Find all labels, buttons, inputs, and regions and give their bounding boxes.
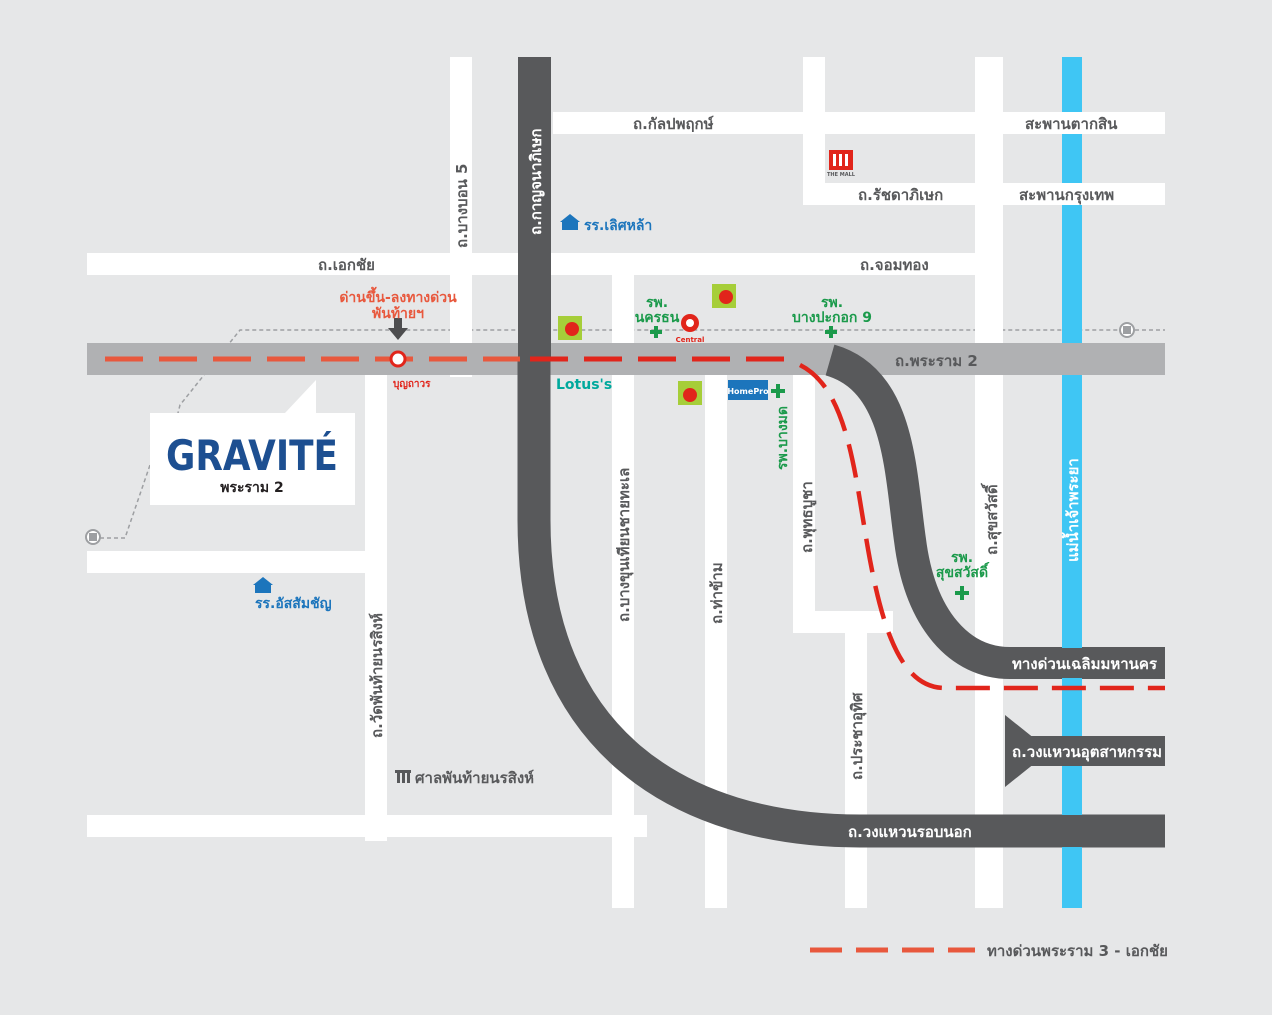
hospital-cross-icon	[825, 326, 837, 338]
river-bridge-rama2	[1062, 343, 1082, 375]
road-thakham	[705, 375, 727, 908]
label-hospital-nakhonthon-2: นครธน	[635, 310, 680, 326]
highway-industrial-ring	[1030, 736, 1165, 766]
central-logo-icon	[681, 314, 699, 332]
road-south-west	[87, 551, 387, 573]
road-kalapaphruek	[553, 112, 1165, 134]
label-hospital-suksawat-2: สุขสวัสดิ์	[936, 561, 990, 581]
label-hospital-bangmod: รพ.บางมด	[775, 406, 791, 470]
highway-chalerm-mahanakhon	[824, 344, 1165, 679]
river-bridge-industrial	[1062, 736, 1082, 766]
label-hospital-bangpakok-2: บางปะกอก 9	[792, 310, 872, 326]
label-bangkhunthian: ถ.บางขุนเทียนชายทะเล	[615, 468, 634, 622]
road-suksawat	[975, 57, 1003, 908]
bts-station-icon	[1119, 322, 1135, 338]
label-kalapaphruek: ถ.กัลปพฤกษ์	[633, 115, 714, 133]
highway-kanchanaphisek	[518, 57, 551, 357]
project-subtitle: พระราม 2	[220, 480, 284, 496]
river-bridge-outer-ring	[1062, 815, 1082, 847]
road-rama2	[87, 343, 1165, 375]
bigc-logo-icon	[558, 316, 582, 340]
road-bangbon5	[450, 57, 472, 377]
expressway-route-curve	[798, 362, 1165, 691]
road-central-stub-h	[793, 611, 893, 633]
bts-station-icon	[85, 529, 101, 545]
label-industrial-ring: ถ.วงแหวนอุตสาหกรรม	[1012, 743, 1162, 762]
shrine-icon	[395, 770, 411, 783]
road-mall-north	[803, 57, 825, 205]
label-expressway-gate-1: ด่านขึ้น-ลงทางด่วน	[339, 286, 457, 306]
homepro-logo	[728, 380, 768, 400]
label-shrine: ศาลพันท้ายนรสิงห์	[415, 769, 534, 787]
down-arrow-icon	[388, 318, 408, 340]
expressway-gate-marker	[389, 350, 407, 368]
label-rama2: ถ.พระราม 2	[895, 352, 978, 370]
label-river: แม่น้ำเจ้าพระยา	[1061, 458, 1082, 562]
label-chomthong: ถ.จอมทอง	[860, 256, 929, 274]
label-thakham: ถ.ท่าข้าม	[708, 562, 726, 624]
rail-line-dotted	[100, 329, 1120, 539]
label-outer-ring: ถ.วงแหวนรอบนอก	[848, 823, 972, 841]
river-bridge-1	[1062, 112, 1082, 134]
highway-outer-ring-curve	[517, 357, 1165, 848]
label-expressway-gate-2: พันท้ายฯ	[372, 306, 424, 322]
label-kanchanaphisek: ถ.กาญจนาภิเษก	[527, 128, 545, 235]
school-building-icon	[253, 577, 273, 593]
label-ratchadaphisek: ถ.รัชดาภิเษก	[858, 186, 943, 204]
river-bridge-chalerm	[1062, 648, 1082, 678]
label-hospital-suksawat-1: รพ.	[951, 550, 973, 566]
label-pracha-uthit: ถ.ประชาอุทิศ	[848, 692, 867, 780]
homepro-label: HomePro	[727, 387, 769, 396]
project-callout: GRAVITÉ พระราม 2	[150, 380, 355, 505]
label-school-assumption: รร.อัสสัมชัญ	[255, 596, 332, 612]
label-hospital-nakhonthon-1: รพ.	[646, 295, 668, 311]
river-bridge-2	[1062, 183, 1082, 205]
label-krungthep-bridge: สะพานกรุงเทพ	[1019, 186, 1114, 205]
legend-label: ทางด่วนพระราม 3 - เอกชัย	[987, 942, 1168, 960]
label-taksin-bridge: สะพานตากสิน	[1025, 115, 1118, 133]
label-phutthabucha: ถ.พุทธบูชา	[798, 481, 817, 553]
project-brand: GRAVITÉ	[166, 430, 338, 480]
hospital-cross-icon	[771, 384, 785, 398]
road-phan-thai-norasing-north	[365, 375, 387, 575]
river-chao-phraya	[1062, 57, 1082, 908]
label-hospital-bangpakok-1: รพ.	[821, 295, 843, 311]
hospital-cross-icon	[650, 326, 662, 338]
label-the-mall: THE MALL	[827, 172, 856, 178]
label-school-lertlah: รร.เลิศหล้า	[584, 218, 652, 234]
school-building-icon	[560, 214, 580, 230]
road-central-stub	[793, 375, 815, 633]
label-bangbon5: ถ.บางบอน 5	[453, 164, 471, 249]
hospital-cross-icon	[955, 586, 969, 600]
label-wat-phan-thai: ถ.วัดพันท้ายนรสิงห์	[368, 613, 386, 738]
bigc-logo-icon	[712, 284, 736, 308]
label-suksawat: ถ.สุขสวัสดิ์	[980, 482, 1002, 555]
label-boonthavorn: บุญถาวร	[393, 379, 431, 390]
highway-industrial-ring-arrow	[1005, 715, 1050, 787]
label-chalerm-mahanakhon: ทางด่วนเฉลิมมหานคร	[1012, 655, 1158, 673]
local-roads	[87, 57, 1165, 908]
the-mall-logo-icon	[829, 150, 853, 170]
road-wat-phan-thai-norasing	[365, 551, 387, 841]
label-lotus: Lotus's	[556, 377, 612, 393]
label-ekachai: ถ.เอกชัย	[318, 256, 375, 274]
label-central: Central	[676, 336, 705, 344]
bigc-logo-icon	[678, 381, 702, 405]
